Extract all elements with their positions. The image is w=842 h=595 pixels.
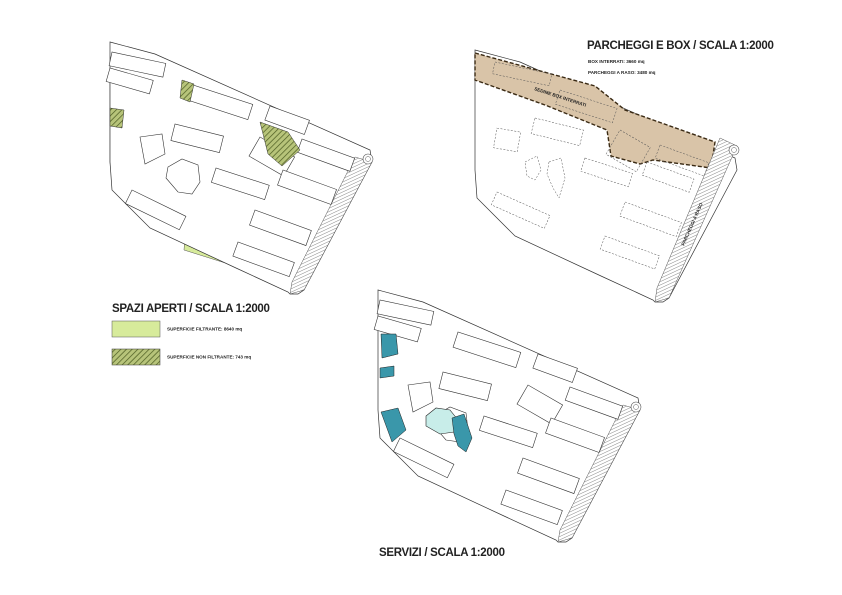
parcheggi-title: PARCHEGGI E BOX / SCALA 1:2000 <box>587 40 774 52</box>
spazi-title: SPAZI APERTI / SCALA 1:2000 <box>112 303 270 315</box>
service-area <box>380 407 407 443</box>
non-filtering-surface <box>259 121 301 167</box>
panel-spazi-aperti <box>105 41 374 295</box>
legend-non-filtrante-label: SUPERFICIE NON FILTRANTE: 743 mq <box>167 355 251 360</box>
legend-filtrante-label: SUPERFICIE FILTRANTE: 8640 mq <box>167 327 242 332</box>
legend-swatch-filtrante <box>111 320 161 338</box>
parcheggi-info-box: BOX INTERRATI: 3660 mq <box>588 59 645 64</box>
underground-box-area <box>474 52 716 169</box>
service-area <box>380 333 399 359</box>
surface-parking-strip <box>654 137 738 303</box>
panel-servizi <box>373 289 642 543</box>
service-area <box>379 365 395 379</box>
service-area <box>451 413 473 453</box>
parcheggi-info-raso: PARCHEGGI A RASO: 3480 mq <box>588 70 656 75</box>
legend-swatch-non-filtrante <box>111 348 161 366</box>
non-filtering-surface <box>179 79 195 103</box>
non-filtering-surface <box>109 107 125 129</box>
servizi-title: SERVIZI / SCALA 1:2000 <box>379 547 505 559</box>
panel-parcheggi <box>474 49 740 303</box>
